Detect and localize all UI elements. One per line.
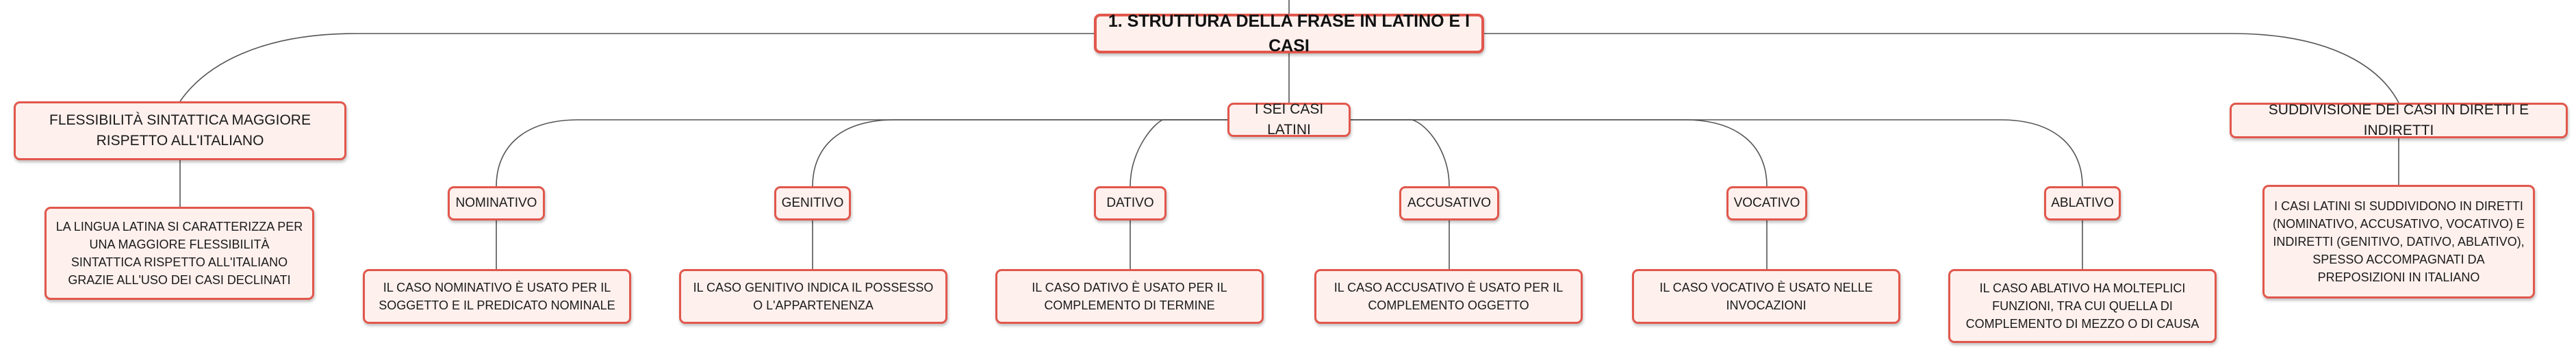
node-dativo-description[interactable]: IL CASO DATIVO È USATO PER IL COMPLEMENT…	[995, 269, 1264, 324]
node-accusativo-description[interactable]: IL CASO ACCUSATIVO È USATO PER IL COMPLE…	[1314, 269, 1583, 324]
connector-case-genitivo	[812, 119, 1227, 187]
node-flessibilita-sintattica[interactable]: FLESSIBILITÀ SINTATTICA MAGGIORE RISPETT…	[14, 101, 346, 160]
connector-case-accusativo	[1351, 119, 1450, 187]
node-label: LA LINGUA LATINA SI CARATTERIZZA PER UNA…	[55, 219, 303, 288]
node-case-nominativo[interactable]: NOMINATIVO	[448, 186, 545, 220]
node-label: SUDDIVISIONE DEI CASI IN DIRETTI E INDIR…	[2268, 101, 2529, 138]
root-node[interactable]: 1. STRUTTURA DELLA FRASE IN LATINO E I C…	[1094, 12, 1484, 55]
node-genitivo-description[interactable]: IL CASO GENITIVO INDICA IL POSSESSO O L'…	[679, 269, 947, 324]
connector-case-dativo	[1130, 119, 1227, 187]
node-label: IL CASO NOMINATIVO È USATO PER IL SOGGET…	[379, 280, 615, 312]
node-label: FLESSIBILITÀ SINTATTICA MAGGIORE RISPETT…	[49, 112, 311, 149]
node-case-genitivo[interactable]: GENITIVO	[774, 186, 851, 220]
node-label: NOMINATIVO	[455, 196, 537, 211]
node-label: VOCATIVO	[1733, 196, 1800, 211]
connector-root-right	[1484, 33, 2399, 103]
connector-case-nominativo	[496, 119, 1227, 187]
node-suddivisione-description[interactable]: I CASI LATINI SI SUDDIVIDONO IN DIRETTI …	[2262, 185, 2535, 298]
node-case-ablativo[interactable]: ABLATIVO	[2044, 186, 2121, 220]
node-label: I CASI LATINI SI SUDDIVIDONO IN DIRETTI …	[2272, 199, 2525, 285]
node-flessibilita-description[interactable]: LA LINGUA LATINA SI CARATTERIZZA PER UNA…	[44, 207, 314, 300]
node-label: ABLATIVO	[2051, 196, 2114, 211]
node-label: I SEI CASI LATINI	[1254, 101, 1324, 138]
node-label: IL CASO ACCUSATIVO È USATO PER IL COMPLE…	[1334, 280, 1564, 312]
node-label: IL CASO GENITIVO INDICA IL POSSESSO O L'…	[693, 280, 934, 312]
node-nominativo-description[interactable]: IL CASO NOMINATIVO È USATO PER IL SOGGET…	[363, 269, 631, 324]
connector-case-ablativo	[1351, 119, 2083, 187]
node-label: IL CASO DATIVO È USATO PER IL COMPLEMENT…	[1032, 280, 1227, 312]
node-label: GENITIVO	[781, 196, 844, 211]
node-sei-casi-latini[interactable]: I SEI CASI LATINI	[1227, 101, 1351, 138]
node-ablativo-description[interactable]: IL CASO ABLATIVO HA MOLTEPLICI FUNZIONI,…	[1948, 269, 2217, 343]
node-vocativo-description[interactable]: IL CASO VOCATIVO È USATO NELLE INVOCAZIO…	[1632, 269, 1900, 324]
node-label: DATIVO	[1106, 196, 1154, 211]
node-case-vocativo[interactable]: VOCATIVO	[1726, 186, 1807, 220]
node-case-dativo[interactable]: DATIVO	[1094, 186, 1166, 220]
connector-case-vocativo	[1351, 119, 1768, 187]
node-label: IL CASO ABLATIVO HA MOLTEPLICI FUNZIONI,…	[1965, 281, 2199, 331]
node-label: IL CASO VOCATIVO È USATO NELLE INVOCAZIO…	[1659, 280, 1873, 312]
node-case-accusativo[interactable]: ACCUSATIVO	[1399, 186, 1499, 220]
connector-root-left	[179, 33, 1094, 102]
root-label: 1. STRUTTURA DELLA FRASE IN LATINO E I C…	[1108, 11, 1470, 55]
node-suddivisione-casi[interactable]: SUDDIVISIONE DEI CASI IN DIRETTI E INDIR…	[2230, 102, 2568, 138]
node-label: ACCUSATIVO	[1407, 196, 1492, 211]
